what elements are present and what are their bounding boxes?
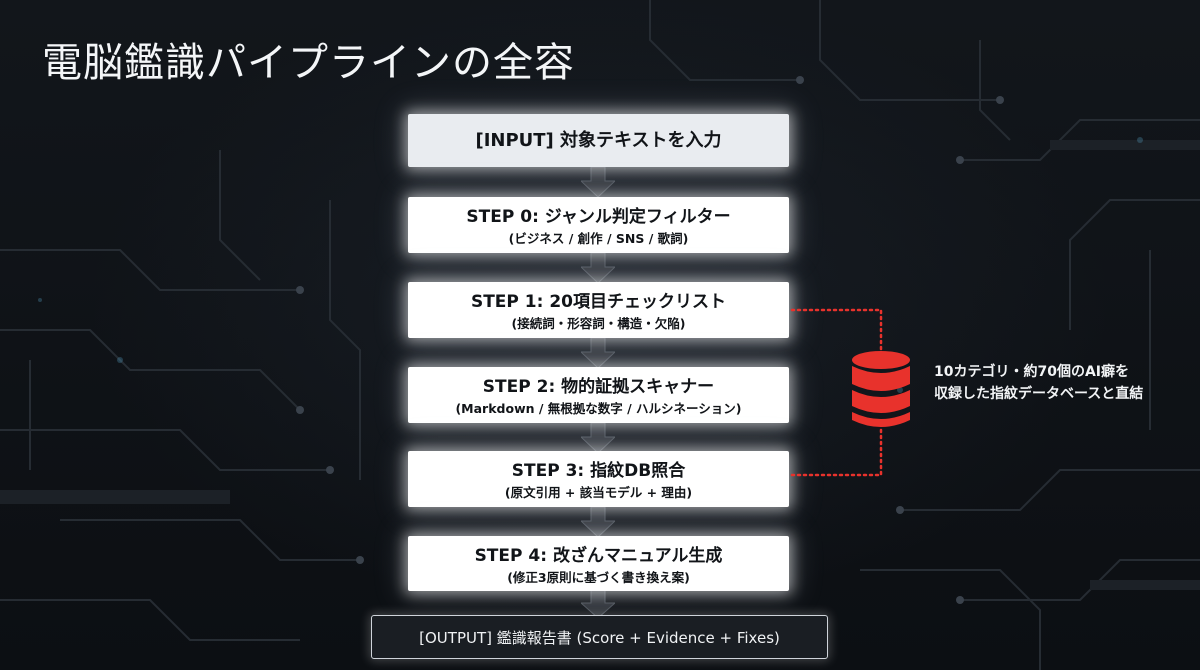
arrow-down-icon <box>581 338 615 368</box>
step-subtitle: (ビジネス / 創作 / SNS / 歌詞) <box>508 231 689 246</box>
arrow-down-icon <box>581 253 615 283</box>
arrow-down-icon <box>581 590 615 618</box>
step-0-box: STEP 0: ジャンル判定フィルター (ビジネス / 創作 / SNS / 歌… <box>408 197 789 253</box>
input-box: [INPUT] 対象テキストを入力 <box>408 114 789 167</box>
db-connector-lines <box>790 308 883 477</box>
database-note-line: 収録した指紋データベースと直結 <box>934 386 1144 402</box>
arrow-down-icon <box>581 423 615 453</box>
step-subtitle: (Markdown / 無根拠な数字 / ハルシネーション) <box>455 401 742 416</box>
step-title: STEP 0: ジャンル判定フィルター <box>466 207 731 227</box>
step-subtitle: (原文引用 + 該当モデル + 理由) <box>504 485 693 500</box>
database-note-line: 10カテゴリ・約70個のAI癖を <box>934 364 1130 380</box>
output-label: [OUTPUT] 鑑識報告書 (Score + Evidence + Fixes… <box>419 629 780 647</box>
step-title: STEP 1: 20項目チェックリスト <box>470 292 727 312</box>
page-title: 電脳鑑識パイプラインの全容 <box>42 40 575 86</box>
arrow-down-icon <box>581 167 615 197</box>
step-2-box: STEP 2: 物的証拠スキャナー (Markdown / 無根拠な数字 / ハ… <box>408 367 789 423</box>
step-3-box: STEP 3: 指紋DB照合 (原文引用 + 該当モデル + 理由) <box>408 451 789 507</box>
step-4-box: STEP 4: 改ざんマニュアル生成 (修正3原則に基づく書き換え案) <box>408 536 789 591</box>
step-title: STEP 4: 改ざんマニュアル生成 <box>474 546 723 566</box>
step-subtitle: (修正3原則に基づく書き換え案) <box>507 570 690 585</box>
input-label: [INPUT] 対象テキストを入力 <box>475 130 722 151</box>
step-1-box: STEP 1: 20項目チェックリスト (接続詞・形容詞・構造・欠陥) <box>408 282 789 338</box>
step-title: STEP 3: 指紋DB照合 <box>511 461 686 481</box>
step-title: STEP 2: 物的証拠スキャナー <box>482 377 715 397</box>
step-subtitle: (接続詞・形容詞・構造・欠陥) <box>511 316 686 331</box>
database-icon <box>852 351 910 427</box>
arrow-down-icon <box>581 507 615 537</box>
database-note: 10カテゴリ・約70個のAI癖を 収録した指紋データベースと直結 <box>934 361 1143 405</box>
output-box: [OUTPUT] 鑑識報告書 (Score + Evidence + Fixes… <box>371 615 828 659</box>
